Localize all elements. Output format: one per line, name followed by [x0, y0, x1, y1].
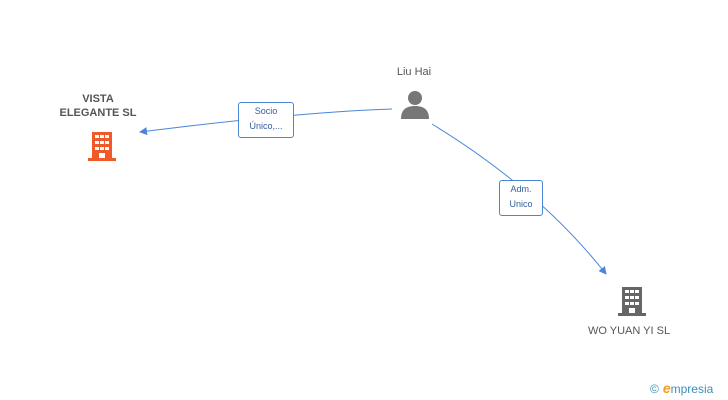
company-name-line1: VISTA [82, 93, 114, 105]
edge-label-socio[interactable]: Socio Único,... [238, 102, 294, 138]
company-name-vista[interactable]: VISTA ELEGANTE SL [48, 92, 148, 120]
edge-label-line1: Adm. [510, 184, 532, 194]
person-name[interactable]: Liu Hai [396, 66, 432, 78]
company-name-wo-yuan-yi[interactable]: WO YUAN YI SL [587, 325, 671, 337]
edge-label-adm[interactable]: Adm. Unico [499, 180, 543, 216]
company-name-line2: ELEGANTE SL [59, 107, 137, 119]
edge-label-line1: Socio [254, 106, 278, 116]
building-icon[interactable] [616, 285, 648, 317]
edge-label-line2: Único,... [249, 121, 283, 131]
copyright-symbol: © [650, 382, 659, 396]
person-icon[interactable] [400, 89, 430, 119]
logo-text: mpresia [670, 382, 714, 396]
empresia-logo: ©empresia [650, 380, 713, 396]
logo-initial: e [662, 380, 671, 396]
edge-label-line2: Unico [509, 199, 533, 209]
building-icon[interactable] [86, 130, 118, 162]
